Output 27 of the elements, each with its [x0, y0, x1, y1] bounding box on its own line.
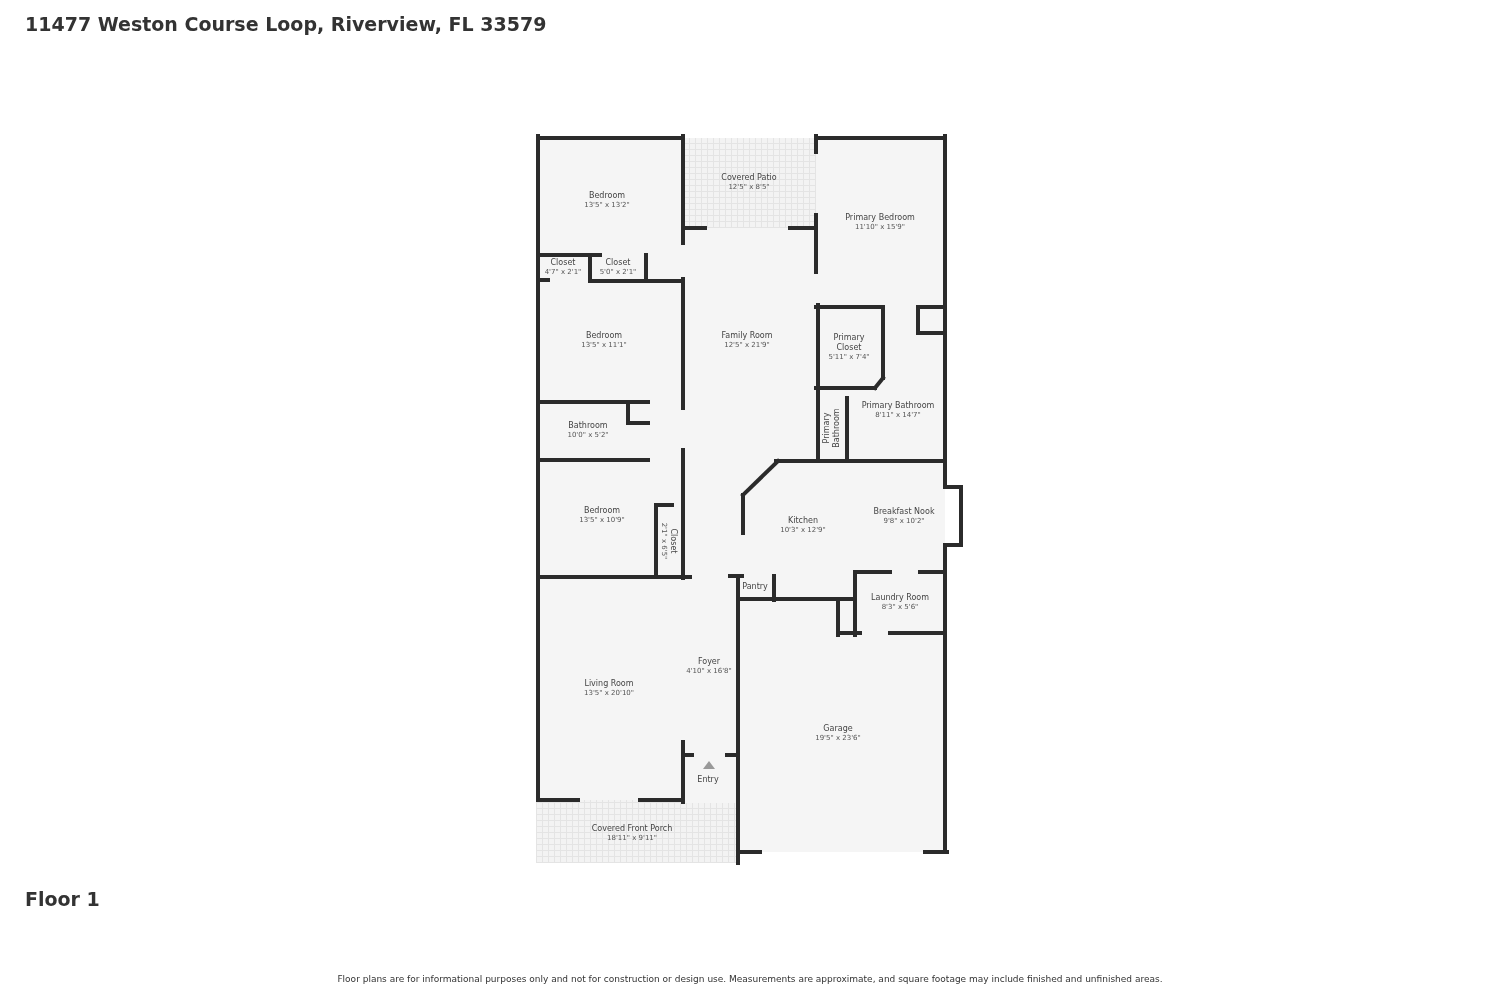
- room-name: Foyer: [696, 656, 722, 667]
- floor-label: Floor 1: [25, 888, 100, 910]
- room-name: Closet: [668, 527, 678, 556]
- room-name: Bathroom: [567, 420, 609, 431]
- room-name: Kitchen: [786, 515, 820, 526]
- room-name: Bedroom: [584, 330, 624, 341]
- room-name: Bedroom: [587, 190, 627, 201]
- room-name: Breakfast Nook: [873, 506, 935, 517]
- room-name: Entry: [697, 775, 719, 785]
- room-name: Primary Closet: [832, 332, 866, 353]
- covered-area: [536, 800, 738, 863]
- room-name: Living Room: [583, 678, 635, 689]
- disclaimer-note: Floor plans are for informational purposes only and not for construction or design use. Measurements are approximate, and square footage may include finished and unfinished areas.: [336, 974, 1164, 984]
- room-name: Bedroom: [582, 505, 622, 516]
- room-name: Covered Front Porch: [591, 823, 673, 834]
- room-name: Primary Bathroom: [822, 407, 842, 450]
- room-name: Pantry: [742, 582, 768, 592]
- room-name: Primary Bedroom: [845, 212, 915, 223]
- room-name: Family Room: [721, 330, 773, 341]
- room-name: Primary Bathroom: [861, 400, 935, 411]
- room-name: Covered Patio: [721, 172, 777, 183]
- room-name: Closet: [549, 257, 577, 268]
- room-name: Garage: [822, 723, 854, 734]
- room-name: Laundry Room: [871, 592, 929, 603]
- address-title: 11477 Weston Course Loop, Riverview, FL 33579: [25, 13, 547, 35]
- covered-area: [683, 138, 816, 228]
- room-name: Closet: [604, 257, 632, 268]
